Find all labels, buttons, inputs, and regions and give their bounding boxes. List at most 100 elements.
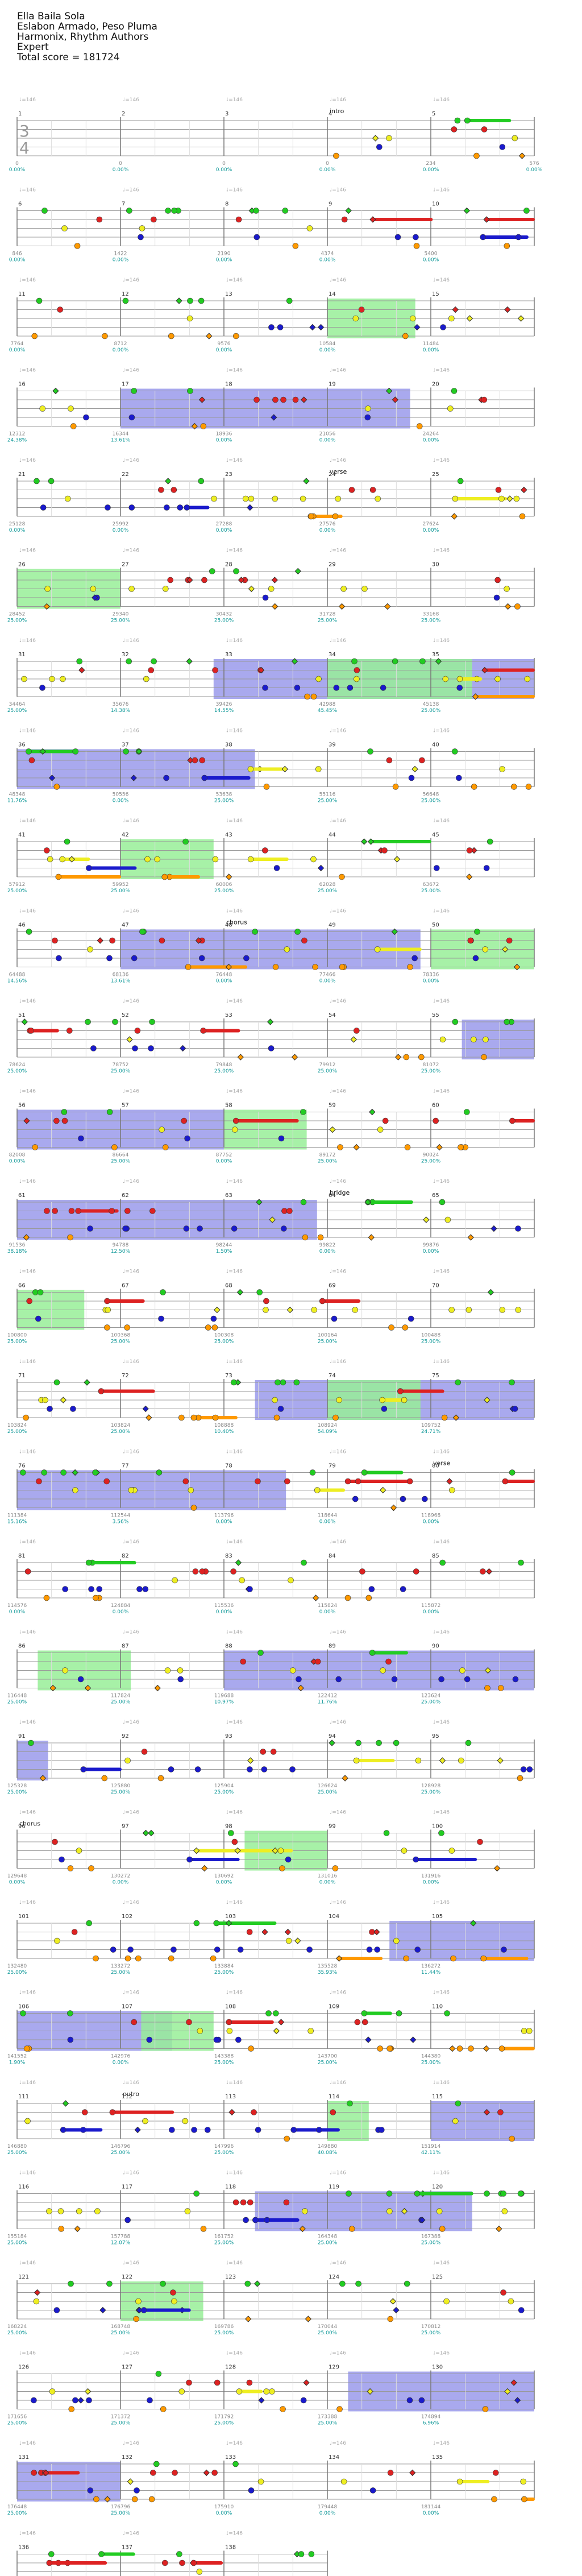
- measure-score: 42988: [319, 702, 336, 707]
- note-gem: [31, 333, 38, 339]
- measure-percent: 25.00%: [421, 1068, 441, 1074]
- measure-number: 21: [18, 471, 26, 478]
- measure-number: 86: [18, 1643, 26, 1650]
- note-gem: [64, 838, 70, 845]
- tempo-marker: ♩=146: [226, 548, 243, 554]
- note-gem: [294, 929, 301, 935]
- note-gem: [284, 2135, 290, 2142]
- note-gem: [88, 1586, 94, 1592]
- tempo-marker: ♩=146: [123, 638, 139, 644]
- note-gem: [455, 2100, 462, 2107]
- measure-score: 39426: [216, 702, 232, 707]
- note-gem: [376, 1740, 382, 1746]
- note-gem: [451, 388, 458, 394]
- measure-percent: 0.00%: [319, 1249, 336, 1254]
- note-gem: [199, 757, 206, 764]
- hopo-note: [452, 306, 459, 313]
- hopo-note: [329, 1740, 335, 1746]
- note-gem: [354, 1028, 360, 1034]
- note-gem: [171, 1947, 177, 1953]
- note-gem: [385, 1658, 392, 1665]
- note-gem: [68, 405, 74, 412]
- note-gem: [481, 1054, 487, 1061]
- measure-score: 2190: [218, 251, 231, 257]
- hopo-note: [52, 387, 59, 395]
- hopo-note: [493, 1865, 501, 1872]
- note-gem: [344, 1595, 351, 1601]
- measure-percent: 0.00%: [423, 528, 439, 533]
- measure-percent: 11.76%: [318, 1700, 338, 1705]
- note-gem: [347, 2100, 353, 2107]
- note-gem: [285, 1937, 292, 1944]
- note-gem: [484, 1685, 490, 1691]
- hopo-note: [465, 873, 473, 880]
- note-gem: [509, 2135, 515, 2142]
- note-gem: [35, 1315, 41, 1322]
- note-gem: [104, 1298, 110, 1304]
- note-gem: [161, 873, 168, 880]
- measure-percent: 25.00%: [318, 1339, 338, 1345]
- measure-number: 46: [18, 922, 26, 929]
- note-gem: [498, 495, 505, 502]
- note-gem: [200, 423, 207, 429]
- measure-percent: 25.00%: [318, 2421, 338, 2426]
- tempo-marker: ♩=146: [123, 1449, 139, 1455]
- measure-score: 176448: [7, 2504, 27, 2510]
- note-gem: [83, 414, 89, 421]
- note-gem: [126, 208, 132, 214]
- note-gem: [467, 937, 474, 944]
- measure-percent: 25.00%: [214, 798, 234, 804]
- tempo-marker: ♩=146: [433, 1359, 450, 1365]
- tempo-marker: ♩=146: [330, 1900, 346, 1906]
- note-gem: [228, 1830, 234, 1836]
- hopo-note: [23, 1234, 30, 1241]
- note-gem: [450, 1955, 456, 1962]
- note-gem: [62, 1586, 69, 1592]
- measure-percent: 0.00%: [319, 347, 336, 353]
- measure-score: 60006: [216, 882, 232, 888]
- tempo-marker: ♩=146: [433, 278, 450, 283]
- note-gem: [148, 2496, 155, 2503]
- measure-score: 175910: [214, 2504, 234, 2510]
- note-gem: [59, 856, 65, 863]
- tempo-marker: ♩=146: [226, 818, 243, 824]
- hopo-note: [286, 1306, 293, 1314]
- measure-percent: 10.40%: [214, 1429, 234, 1435]
- tempo-marker: ♩=146: [226, 2531, 243, 2537]
- note-gem: [498, 2045, 505, 2052]
- note-gem: [441, 1414, 448, 1421]
- measure-number: 128: [225, 2364, 236, 2371]
- note-gem: [88, 1865, 94, 1871]
- tempo-marker: ♩=146: [433, 818, 450, 824]
- measure-percent: 11.76%: [7, 798, 27, 804]
- tempo-marker: ♩=146: [433, 548, 450, 554]
- note-gem: [348, 2226, 355, 2232]
- measure-score: 90024: [423, 1153, 439, 1158]
- note-gem: [335, 495, 342, 502]
- note-gem: [157, 1775, 164, 1782]
- note-gem: [104, 1324, 110, 1331]
- note-gem: [504, 586, 510, 592]
- measure-number: 26: [18, 562, 26, 568]
- measure-number: 47: [122, 922, 129, 929]
- measure-percent: 42.11%: [421, 2150, 441, 2156]
- hopo-note: [297, 1684, 304, 1692]
- tempo-marker: ♩=146: [19, 818, 36, 824]
- measure-percent: 25.00%: [318, 888, 338, 894]
- measure-score: 16344: [113, 432, 129, 437]
- hopo-note: [451, 513, 458, 520]
- note-gem: [361, 586, 368, 592]
- note-gem: [205, 1324, 211, 1331]
- measure-number: 116: [18, 2184, 29, 2190]
- measure-score: 1422: [114, 251, 127, 257]
- tempo-marker: ♩=146: [433, 1179, 450, 1185]
- tempo-marker: ♩=146: [123, 2351, 139, 2356]
- measure-score: 63672: [423, 882, 439, 888]
- measure-number: 94: [329, 1733, 336, 1740]
- note-gem: [232, 333, 239, 339]
- measure-score: 123624: [421, 1693, 441, 1699]
- hopo-note: [284, 1928, 292, 1936]
- measure-percent: 0.00%: [319, 1880, 336, 1886]
- note-gem: [493, 594, 500, 601]
